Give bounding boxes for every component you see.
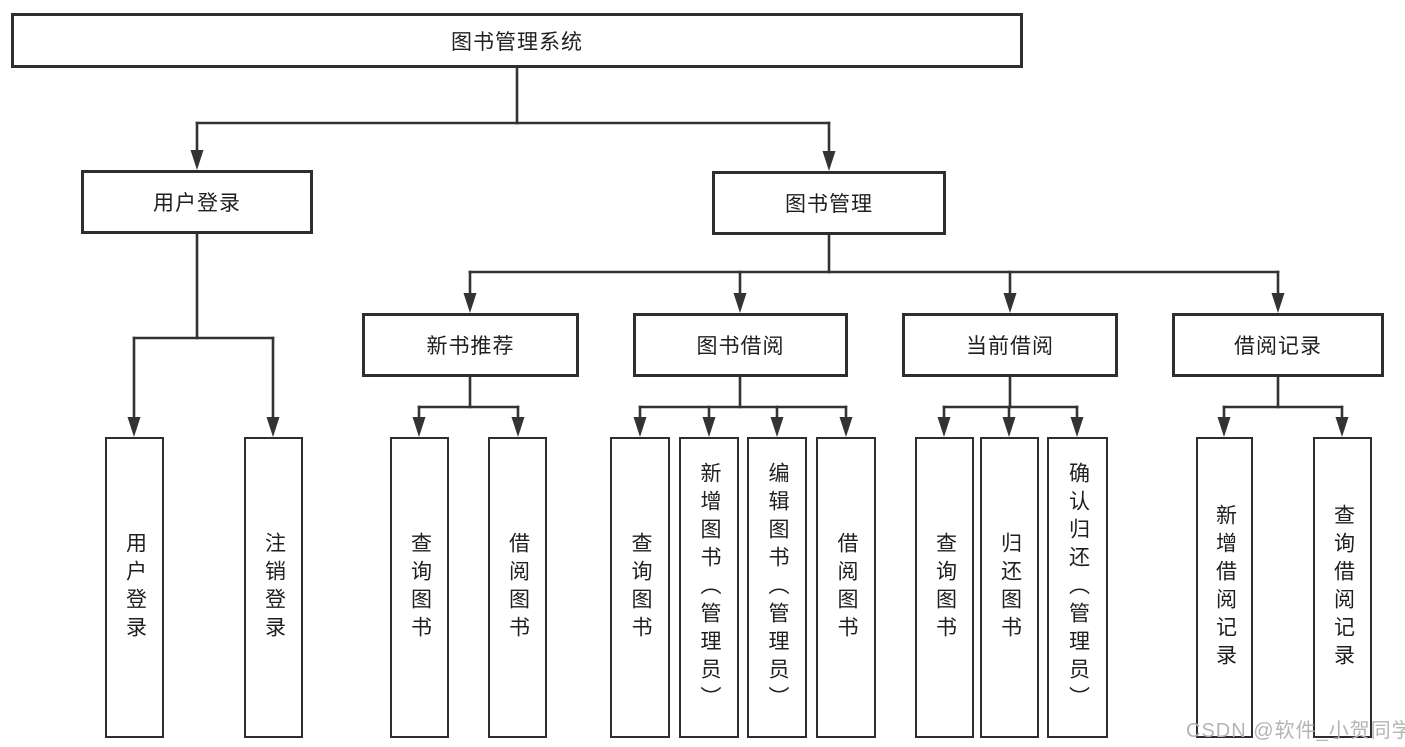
node-borrow-records: 借阅记录 — [1172, 313, 1384, 377]
connector-borrow-records-branch — [1222, 375, 1344, 421]
watermark: CSDN @软件_小贺同学 — [1186, 720, 1405, 742]
leaf-query-books-current: 查询图书 — [915, 437, 974, 738]
connector-current-borrow-branch — [942, 375, 1079, 421]
leaf-query-books-borrow: 查询图书 — [610, 437, 670, 738]
node-label: 借阅记录 — [1234, 335, 1322, 358]
connector-book-borrow-branch — [638, 375, 848, 421]
connector-new-book-recommend-branch — [417, 375, 520, 421]
leaf-add-borrow-record: 新增借阅记录 — [1196, 437, 1253, 738]
node-label: 图书管理系统 — [451, 30, 583, 54]
node-label: 用户登录 — [153, 192, 241, 215]
leaf-borrow-books-recommend: 借阅图书 — [488, 437, 547, 738]
node-label: 编辑图书（管理员） — [766, 461, 790, 714]
leaf-add-book-admin: 新增图书（管理员） — [679, 437, 739, 738]
node-label: 借阅图书 — [506, 531, 530, 644]
node-label: 归还图书 — [998, 531, 1022, 644]
arrowheads — [127, 150, 1349, 437]
node-label: 借阅图书 — [835, 531, 859, 644]
connector-root-to-level2 — [195, 65, 831, 155]
node-label: 当前借阅 — [966, 335, 1054, 358]
node-library-system: 图书管理系统 — [11, 13, 1023, 68]
connector-book-management-branch — [468, 232, 1280, 297]
node-label: 用户登录 — [123, 531, 147, 644]
node-label: 查询借阅记录 — [1331, 503, 1355, 672]
node-label: 查询图书 — [408, 531, 432, 644]
node-user-login: 用户登录 — [81, 170, 313, 234]
connector-user-login-branch — [132, 231, 275, 421]
node-label: 新书推荐 — [426, 335, 515, 358]
leaf-user-login: 用户登录 — [105, 437, 164, 738]
node-label: 确认归还（管理员） — [1066, 461, 1090, 714]
node-label: 查询图书 — [933, 531, 957, 644]
node-book-management: 图书管理 — [712, 171, 946, 235]
leaf-edit-book-admin: 编辑图书（管理员） — [747, 437, 807, 738]
node-book-borrow: 图书借阅 — [633, 313, 848, 377]
node-label: 注销登录 — [262, 531, 286, 644]
node-label: 图书借阅 — [696, 335, 785, 358]
node-current-borrow: 当前借阅 — [902, 313, 1118, 377]
node-new-book-recommend: 新书推荐 — [362, 313, 579, 377]
node-label: 查询图书 — [629, 531, 653, 644]
leaf-logout: 注销登录 — [244, 437, 303, 738]
node-label: 新增借阅记录 — [1213, 503, 1237, 672]
leaf-confirm-return-admin: 确认归还（管理员） — [1047, 437, 1108, 738]
leaf-borrow-books-borrow: 借阅图书 — [816, 437, 876, 738]
node-label: 新增图书（管理员） — [698, 461, 722, 714]
leaf-query-books-recommend: 查询图书 — [390, 437, 449, 738]
leaf-query-borrow-record: 查询借阅记录 — [1313, 437, 1372, 738]
node-label: 图书管理 — [785, 193, 873, 216]
leaf-return-books: 归还图书 — [980, 437, 1039, 738]
